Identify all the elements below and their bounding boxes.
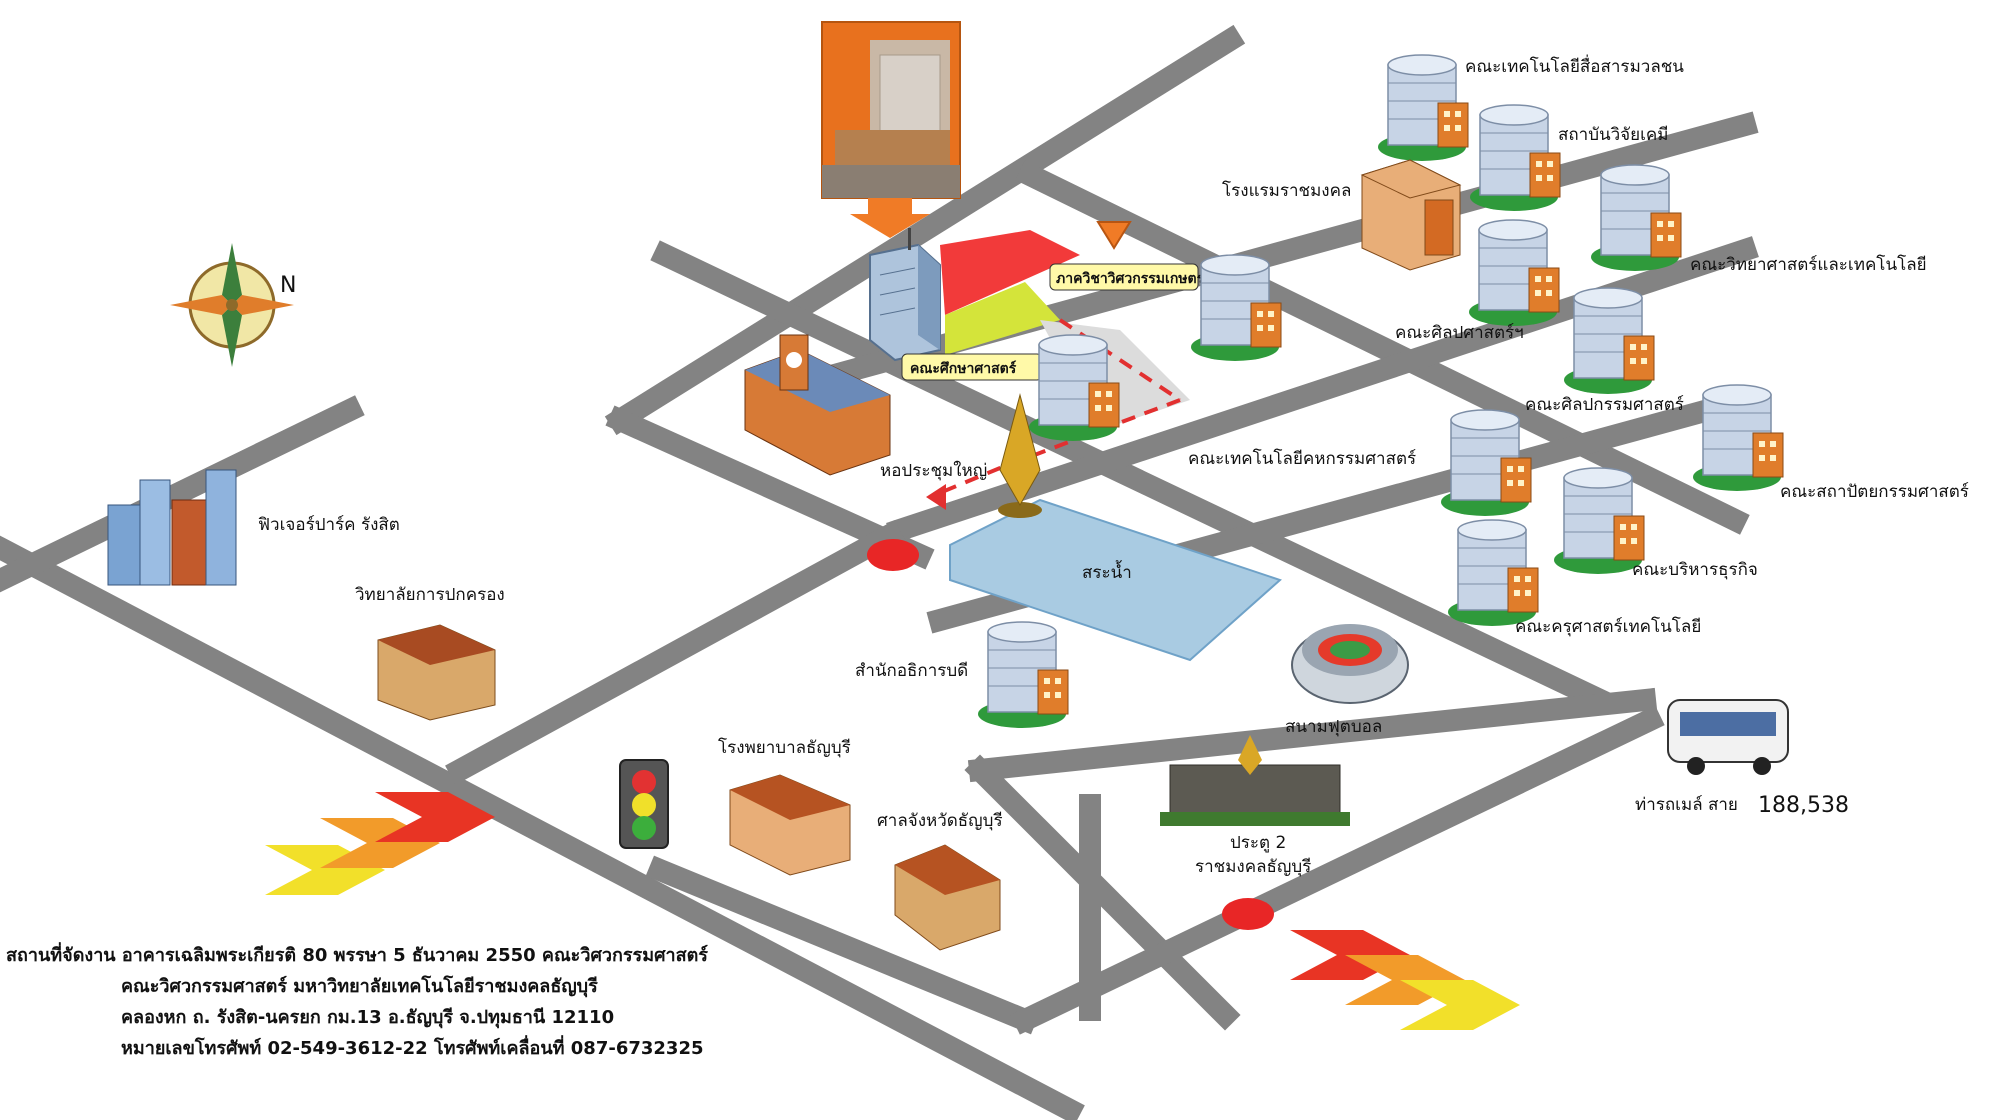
highway-road	[0, 535, 1085, 1120]
sci-tech-label: คณะวิทยาศาสตร์และเทคโนโลยี	[1690, 254, 1927, 275]
route-dashed-line	[929, 398, 1181, 499]
address-line-3: คลองหก ถ. รังสิต-นครยก กม.13 อ.ธัญบุรี จ…	[121, 1007, 615, 1028]
architecture-label: คณะสถาปัตยกรรมศาสตร์	[1780, 482, 1969, 502]
venue-arrow	[850, 198, 930, 238]
gate-label-line2: ราชมงคลธัญบุรี	[1195, 857, 1311, 877]
hospital-building	[729, 774, 851, 876]
liberal-arts-label: คณะศิลปศาสตร์ฯ	[1395, 323, 1524, 343]
monument	[998, 393, 1042, 518]
future-park-building	[107, 469, 237, 586]
agri-eng-tag-box	[1049, 263, 1199, 291]
road-south-4	[1010, 705, 1665, 1035]
education-tag: คณะศึกษาศาสตร์	[910, 360, 1017, 377]
intersection-marker	[867, 539, 919, 571]
hospital-label: โรงพยาบาลธัญบุรี	[718, 737, 851, 758]
mass-comm-building	[1377, 54, 1469, 162]
direction-arrows-west	[265, 792, 495, 895]
chem-inst-building	[1469, 104, 1561, 212]
traffic-light	[619, 759, 669, 849]
gate-sign	[1160, 735, 1350, 826]
fine-arts-building	[1563, 287, 1655, 395]
mass-comm-label: คณะเทคโนโลยีสื่อสารมวลชน	[1465, 54, 1684, 77]
president-office-building	[977, 621, 1069, 729]
route-dashed-line-2	[1058, 318, 1182, 402]
intersection-marker	[1222, 898, 1274, 930]
chem-inst-label: สถาบันวิจัยเคมี	[1558, 125, 1668, 145]
bus-numbers: 188,538	[1758, 793, 1849, 818]
agri-eng-tag: ภาควิชาวิศวกรรมเกษตร	[1056, 271, 1205, 287]
auditorium-label: หอประชุมใหญ่	[880, 460, 987, 481]
direction-arrows-east	[1290, 930, 1520, 1030]
gate-label-line1: ประตู 2	[1230, 833, 1286, 853]
home-econ-label: คณะเทคโนโลยีคหกรรมศาสตร์	[1188, 448, 1416, 469]
yellow-zone	[945, 282, 1060, 355]
roads	[0, 24, 1759, 1120]
hotel-label: โรงแรมราชมงคล	[1222, 180, 1351, 201]
misc-building	[1190, 254, 1282, 362]
court-label: ศาลจังหวัดธัญบุรี	[877, 811, 1003, 831]
fine-arts-label: คณะศิลปกรรมศาสตร์	[1525, 395, 1684, 415]
venue-building	[869, 228, 941, 362]
road-south-loop	[967, 687, 1658, 783]
misc-building-2	[1028, 334, 1120, 442]
politics-college-label: วิทยาลัยการปกครอง	[355, 585, 505, 605]
address-line-2: คณะวิศวกรรมศาสตร์ มหาวิทยาลัยเทคโนโลยีรา…	[121, 976, 598, 997]
business-label: คณะบริหารธุรกิจ	[1632, 560, 1758, 580]
red-zone	[940, 230, 1080, 315]
sci-tech-building	[1590, 164, 1682, 272]
auditorium-building	[744, 334, 891, 476]
road-north-east	[1015, 160, 1750, 535]
architecture-building	[1692, 384, 1784, 492]
future-park-label: ฟิวเจอร์ปาร์ค รังสิต	[258, 515, 400, 535]
agri-eng-marker	[1096, 221, 1132, 250]
tech-edu-label: คณะครุศาสตร์เทคโนโลยี	[1515, 616, 1701, 637]
road-south-2	[964, 754, 1241, 1031]
stadium	[1291, 624, 1409, 704]
pond-label: สระน้ำ	[1082, 560, 1132, 583]
venue-photo	[821, 21, 961, 199]
politics-college-building	[377, 624, 496, 721]
compass	[170, 243, 294, 367]
court-building	[894, 844, 1001, 951]
bus-label: ท่ารถเมล์ สาย	[1635, 795, 1738, 815]
address-line-1: สถานที่จัดงาน อาคารเฉลิมพระเกียรติ 80 พร…	[6, 945, 708, 966]
business-building	[1553, 467, 1645, 575]
road-south-1	[445, 520, 905, 785]
road-campus-diagonal	[650, 240, 1615, 715]
road-south-3	[645, 855, 1040, 1035]
road-ring-west	[605, 405, 935, 570]
bus	[1667, 699, 1789, 775]
liberal-arts-building	[1468, 219, 1560, 327]
hotel-building	[1360, 159, 1462, 271]
home-econ-building	[1440, 409, 1532, 517]
address-block: สถานที่จัดงาน อาคารเฉลิมพระเกียรติ 80 พร…	[6, 940, 746, 1064]
president-office-label: สำนักอธิการบดี	[855, 661, 968, 681]
address-line-4: หมายเลขโทรศัพท์ 02-549-3612-22 โทรศัพท์เ…	[121, 1038, 704, 1059]
tech-edu-building	[1447, 519, 1539, 627]
stadium-label: สนามฟุตบอล	[1285, 717, 1382, 737]
route-arrowhead	[926, 484, 946, 510]
compass-north-label: N	[280, 273, 296, 298]
road-ring-north	[604, 24, 1246, 436]
